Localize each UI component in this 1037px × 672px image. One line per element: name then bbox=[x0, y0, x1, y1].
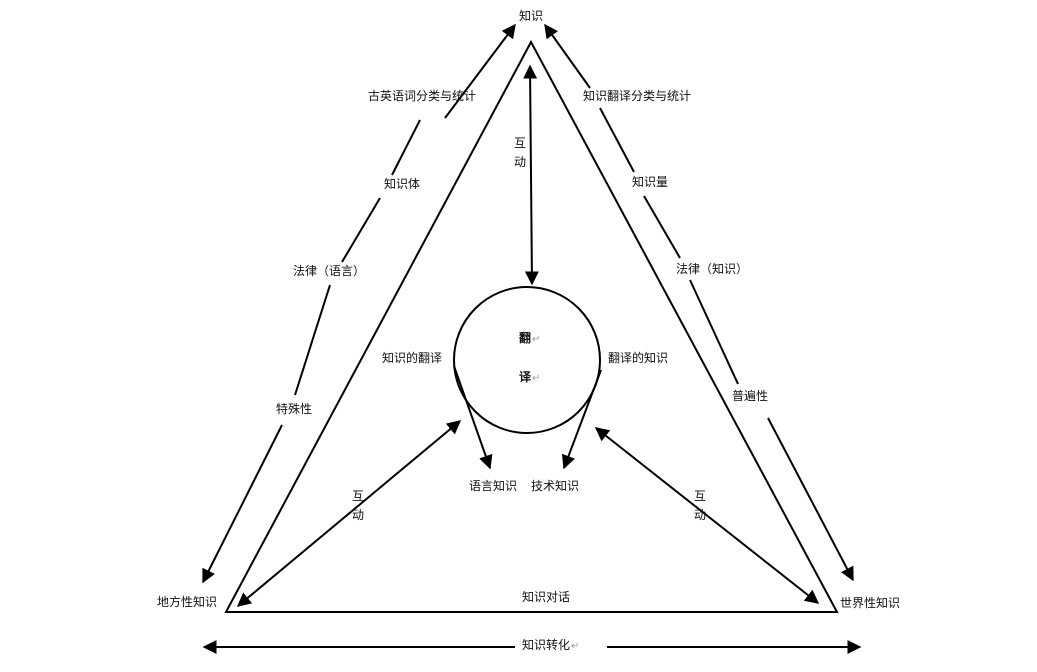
node-global-knowledge: 世界性知识 bbox=[840, 596, 901, 610]
knowledge-triangle bbox=[224, 39, 839, 613]
interaction-arrow-left bbox=[236, 420, 462, 607]
paragraph-mark: ↵ bbox=[571, 641, 580, 652]
label-translation-of-knowledge: 翻译的知识 bbox=[608, 351, 669, 365]
translation-circle bbox=[453, 286, 601, 434]
label-interaction-right: 互动 bbox=[693, 489, 706, 522]
label-technical-knowledge: 技术知识 bbox=[531, 479, 580, 493]
right-arrow-to-top bbox=[544, 23, 591, 89]
label-language-knowledge: 语言知识 bbox=[469, 479, 518, 493]
left-arrow-to-top bbox=[444, 23, 516, 119]
label-universality: 普遍性 bbox=[732, 389, 769, 403]
label-knowledge-quantity: 知识量 bbox=[632, 175, 669, 189]
left-arrow-to-local bbox=[202, 424, 283, 584]
right-arrow-seg-1 bbox=[599, 107, 635, 173]
right-arrow-to-global bbox=[767, 417, 854, 582]
label-knowledge-transformation: 知识转化↵ bbox=[522, 638, 579, 654]
circle-char-2: 译 bbox=[519, 370, 532, 384]
interaction-arrow-top bbox=[523, 64, 539, 286]
arrow-to-language-knowledge bbox=[453, 365, 493, 470]
node-local-knowledge: 地方性知识 bbox=[157, 595, 218, 609]
circle-char-1: 翻 bbox=[519, 331, 532, 345]
right-arrow-seg-3 bbox=[689, 279, 739, 385]
left-arrow-seg-2 bbox=[341, 197, 381, 263]
circle-text-yi: 译↵ bbox=[519, 370, 540, 386]
label-knowledge-of-translation: 知识的翻译 bbox=[382, 351, 443, 365]
right-arrow-seg-2 bbox=[643, 195, 681, 259]
label-interaction-left: 互动 bbox=[351, 489, 364, 522]
label-knowledge-dialogue: 知识对话 bbox=[522, 590, 571, 604]
arrow-to-technical-knowledge bbox=[561, 369, 602, 470]
label-knowledge-body: 知识体 bbox=[384, 177, 421, 191]
paragraph-mark: ↵ bbox=[532, 334, 541, 345]
left-arrow-seg-3 bbox=[294, 284, 331, 396]
node-top-knowledge: 知识 bbox=[519, 9, 544, 23]
label-old-english-classification: 古英语词分类与统计 bbox=[368, 89, 477, 103]
left-arrow-seg-1 bbox=[391, 119, 421, 176]
label-interaction-top: 互动 bbox=[513, 136, 526, 169]
circle-text-fan: 翻↵ bbox=[519, 331, 540, 347]
interaction-arrow-right bbox=[594, 427, 820, 604]
transformation-text: 知识转化 bbox=[522, 638, 571, 652]
label-law-knowledge: 法律（知识） bbox=[676, 262, 749, 276]
label-translation-classification: 知识翻译分类与统计 bbox=[583, 89, 692, 103]
label-particularity: 特殊性 bbox=[276, 402, 313, 416]
label-law-language: 法律（语言） bbox=[293, 264, 366, 278]
paragraph-mark: ↵ bbox=[532, 373, 541, 384]
